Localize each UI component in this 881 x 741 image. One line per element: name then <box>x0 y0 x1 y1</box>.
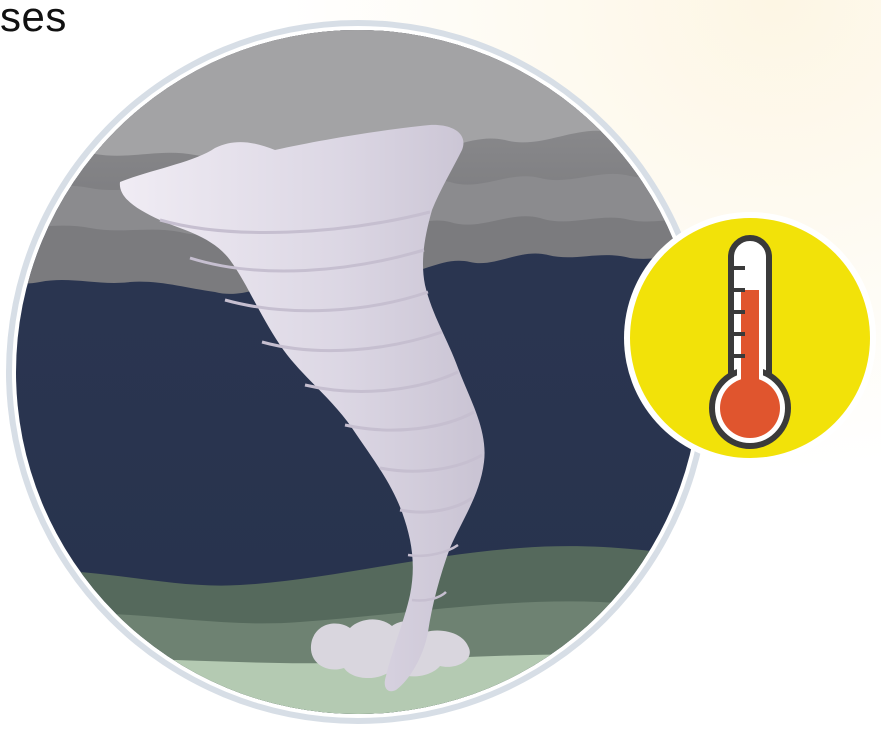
funnel-swirl <box>411 591 447 602</box>
dust-cloud <box>310 619 470 679</box>
funnel-swirl <box>407 543 459 557</box>
thermometer-badge <box>624 212 876 464</box>
funnel-swirl <box>344 410 475 432</box>
funnel-swirl <box>379 453 483 473</box>
heading-fragment: ses <box>0 0 67 40</box>
thermometer-icon <box>709 235 791 449</box>
funnel-swirl <box>399 496 473 514</box>
funnel-swirl <box>189 248 425 273</box>
funnel-swirl <box>159 210 431 234</box>
funnel-swirl <box>304 370 459 393</box>
tornado-funnel <box>119 124 485 692</box>
funnel-swirl <box>224 290 429 313</box>
funnel-swirl <box>261 330 443 353</box>
